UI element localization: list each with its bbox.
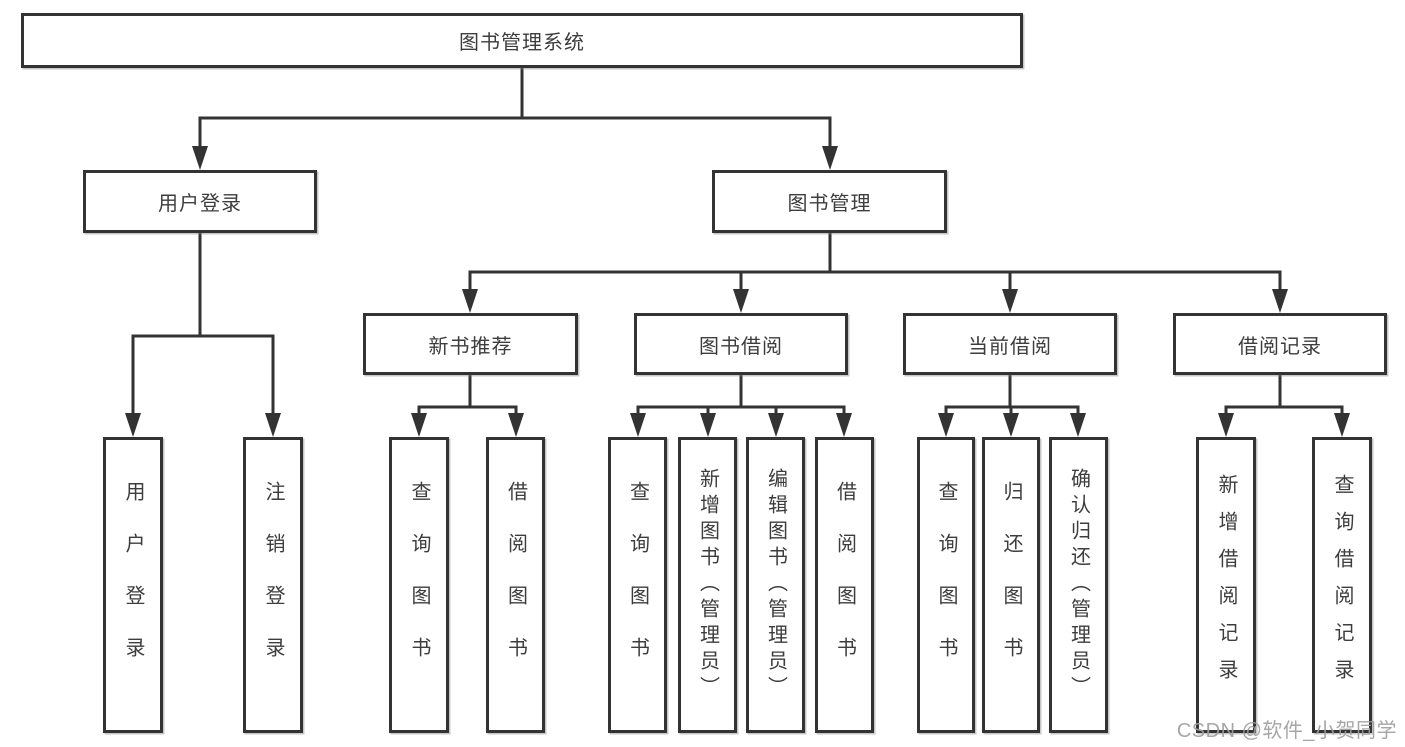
node-current-borrow: 当前借阅	[903, 313, 1117, 375]
node-borrow-records-label: 借阅记录	[1238, 335, 1322, 358]
leaf-user-login: 用户登录	[103, 437, 163, 733]
node-borrow-records: 借阅记录	[1173, 313, 1387, 375]
node-user-login-label: 用户登录	[158, 193, 242, 215]
leaf-query-books-current: 查询图书	[917, 437, 975, 733]
leaf-return-book-label: 归还图书	[1000, 481, 1022, 689]
csdn-watermark: CSDN @软件_小贺同学	[1176, 720, 1397, 742]
leaf-query-books-recommend-label: 查询图书	[408, 481, 430, 689]
leaf-add-borrow-record: 新增借阅记录	[1196, 437, 1256, 733]
leaf-logout-label: 注销登录	[262, 481, 284, 689]
node-book-management-label: 图书管理	[787, 193, 872, 215]
leaf-logout: 注销登录	[243, 437, 303, 733]
leaf-borrow-books-recommend: 借阅图书	[486, 437, 545, 733]
leaf-edit-book-admin-label: 编辑图书（管理员）	[764, 468, 787, 702]
node-book-borrow: 图书借阅	[634, 313, 848, 375]
leaf-edit-book-admin: 编辑图书（管理员）	[746, 437, 805, 733]
node-root: 图书管理系统	[21, 13, 1023, 68]
leaf-query-borrow-record-label: 查询借阅记录	[1331, 474, 1353, 696]
leaf-confirm-return-admin: 确认归还（管理员）	[1049, 437, 1108, 733]
node-book-borrow-label: 图书借阅	[699, 335, 783, 358]
node-root-label: 图书管理系统	[459, 32, 585, 54]
node-new-book-recommend-label: 新书推荐	[428, 335, 513, 358]
node-book-management: 图书管理	[712, 170, 947, 233]
leaf-return-book: 归还图书	[982, 437, 1040, 733]
leaf-add-book-admin-label: 新增图书（管理员）	[696, 468, 719, 702]
leaf-confirm-return-admin-label: 确认归还（管理员）	[1067, 468, 1090, 702]
leaf-add-book-admin: 新增图书（管理员）	[678, 437, 737, 733]
leaf-user-login-label: 用户登录	[122, 481, 144, 689]
leaf-borrow-books-borrow: 借阅图书	[815, 437, 874, 733]
node-user-login: 用户登录	[83, 170, 317, 233]
leaf-query-books-borrow-label: 查询图书	[626, 481, 649, 689]
leaf-query-books-recommend: 查询图书	[389, 437, 449, 733]
node-new-book-recommend: 新书推荐	[363, 313, 578, 375]
leaf-add-borrow-record-label: 新增借阅记录	[1215, 474, 1237, 696]
leaf-borrow-books-borrow-label: 借阅图书	[833, 481, 856, 689]
leaf-query-books-current-label: 查询图书	[935, 481, 957, 689]
node-current-borrow-label: 当前借阅	[968, 335, 1052, 358]
leaf-borrow-books-recommend-label: 借阅图书	[504, 481, 527, 689]
leaf-query-books-borrow: 查询图书	[608, 437, 667, 733]
leaf-query-borrow-record: 查询借阅记录	[1312, 437, 1372, 733]
